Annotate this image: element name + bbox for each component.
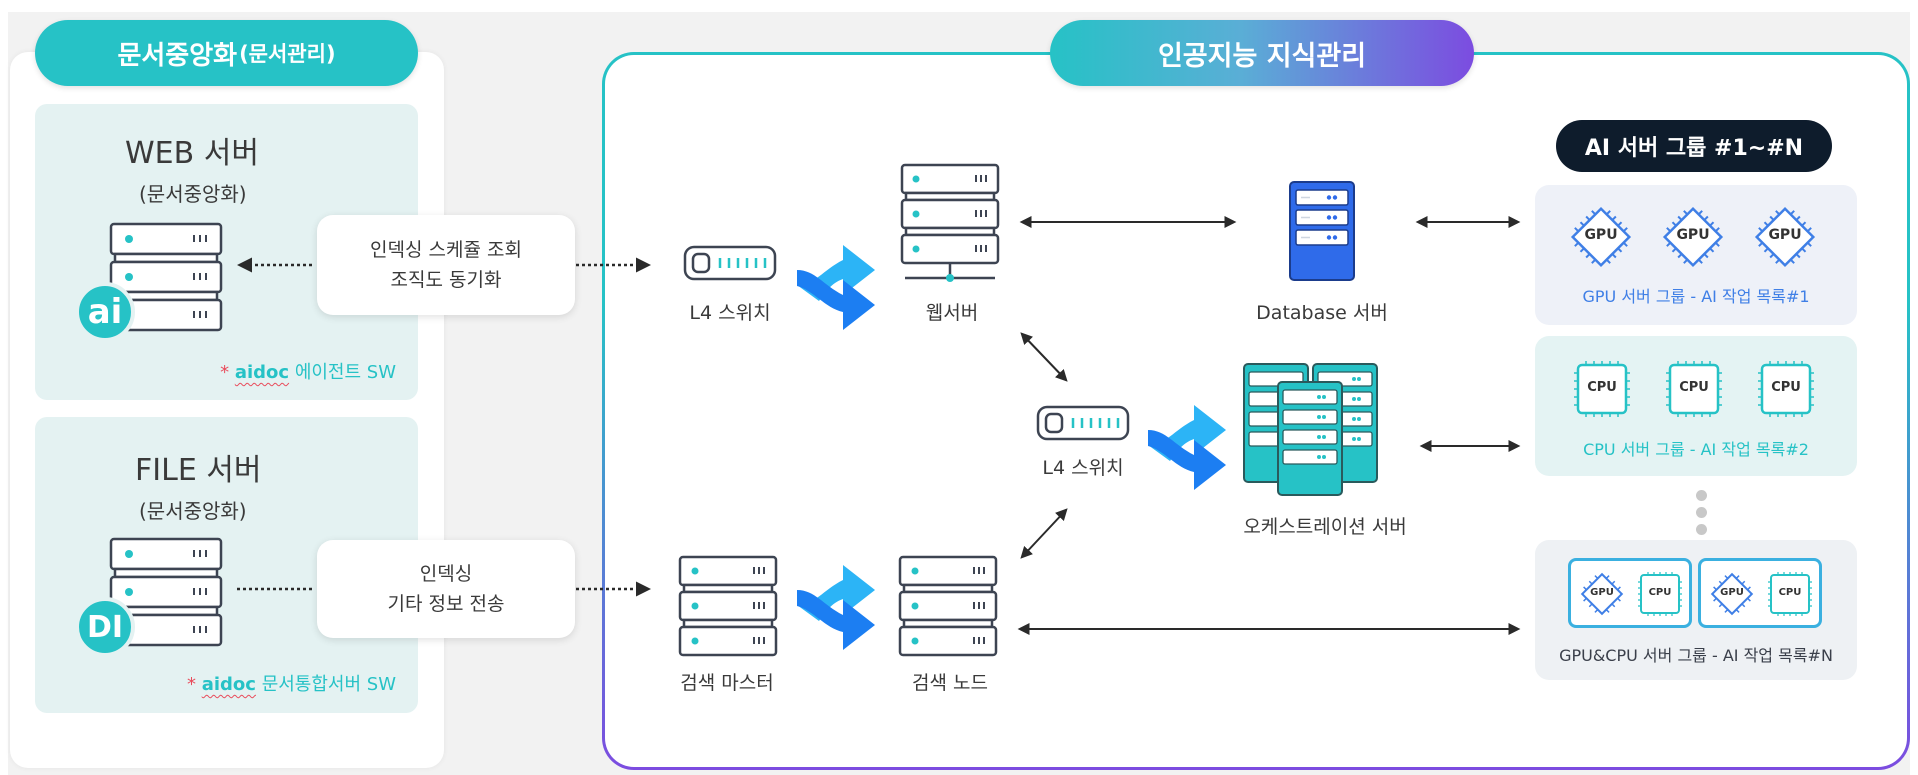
gpu-cpu-node-box: GPU CPU: [1698, 558, 1822, 628]
chip-label: GPU: [1720, 587, 1744, 598]
chip-label: CPU: [1648, 587, 1672, 598]
web-server-subtitle: (문서중앙화): [139, 182, 247, 206]
gpu-cpu-node-box: GPU CPU: [1568, 558, 1692, 628]
search-node-icon: [898, 555, 998, 657]
file-server-title: FILE 서버: [135, 453, 262, 488]
search-node-label: 검색 노드: [912, 672, 988, 694]
gpu-chip-icon: GPU: [1709, 571, 1755, 617]
chip-label: CPU: [1771, 380, 1801, 395]
gpu-chip-icon: GPU: [1661, 205, 1725, 269]
web-server-title: WEB 서버: [125, 136, 259, 171]
gpu-chip-icon: GPU: [1579, 571, 1625, 617]
note-asterisk: *: [220, 362, 230, 383]
callout-line: 조직도 동기화: [390, 269, 502, 291]
more-groups-ellipsis: [1696, 490, 1707, 541]
chip-label: GPU: [1584, 227, 1618, 243]
file-server-subtitle: (문서중앙화): [139, 499, 247, 523]
chip-label: GPU: [1590, 587, 1614, 598]
callout-indexing-transfer: 인덱싱 기타 정보 전송: [317, 540, 575, 638]
file-server-title-block: FILE 서버 (문서중앙화): [98, 445, 481, 524]
aidoc-agent-badge: ai: [75, 282, 135, 342]
gpu-chip-row: GPU GPU GPU: [1569, 205, 1817, 269]
title-sub: (문서관리): [239, 42, 336, 66]
web-server-label: 웹서버: [925, 302, 979, 324]
document-integration-badge: DI: [75, 597, 135, 657]
callout-line: 인덱싱: [419, 563, 473, 585]
cpu-chip-icon: CPU: [1757, 360, 1815, 418]
ai-server-group-title: AI 서버 그룹 #1~#N: [1556, 120, 1832, 172]
orchestration-server-label: 오케스트레이션 서버: [1243, 516, 1407, 538]
cpu-server-group: CPU CPU CPU CPU 서버 그룹 - AI 작업 목록#2: [1535, 336, 1857, 476]
l4-switch-top-label: L4 스위치: [689, 302, 771, 324]
gpu-server-group: GPU GPU GPU GPU 서버 그룹 - AI 작업 목록#1: [1535, 185, 1857, 325]
database-server-icon: [1289, 181, 1355, 281]
orchestration-server-icon: [1243, 363, 1378, 496]
cpu-group-caption: CPU 서버 그룹 - AI 작업 목록#2: [1583, 440, 1809, 459]
chip-label: GPU: [1768, 227, 1802, 243]
ai-knowledge-management-title: 인공지능 지식관리: [1050, 20, 1474, 86]
web-server-icon: [900, 163, 1000, 282]
web-server-title-block: WEB 서버 (문서중앙화): [98, 128, 481, 207]
note-asterisk: *: [186, 674, 196, 695]
cpu-chip-icon: CPU: [1637, 571, 1683, 617]
gpu-cpu-group-caption: GPU&CPU 서버 그룹 - AI 작업 목록#N: [1559, 646, 1833, 665]
l4-switch-icon: [683, 245, 777, 281]
chip-label: GPU: [1676, 227, 1710, 243]
note-text: 에이전트 SW: [294, 362, 396, 383]
database-server-label: Database 서버: [1256, 302, 1388, 324]
cpu-chip-icon: CPU: [1573, 360, 1631, 418]
gpu-chip-icon: GPU: [1753, 205, 1817, 269]
file-server-software-note: * aidoc 문서통합서버 SW: [187, 670, 396, 696]
callout-indexing-schedule: 인덱싱 스케쥴 조회 조직도 동기화: [317, 215, 575, 315]
callout-line: 인덱싱 스케쥴 조회: [370, 239, 522, 261]
web-server-software-note: * aidoc 에이전트 SW: [220, 358, 396, 384]
l4-switch-icon: [1036, 405, 1130, 441]
cpu-chip-icon: CPU: [1665, 360, 1723, 418]
title-main: 문서중앙화: [117, 40, 238, 71]
cpu-chip-icon: CPU: [1767, 571, 1813, 617]
callout-line: 기타 정보 전송: [387, 593, 505, 615]
aidoc-brand: aidoc: [201, 674, 256, 695]
chip-label: CPU: [1679, 380, 1709, 395]
gpu-chip-icon: GPU: [1569, 205, 1633, 269]
load-balance-arrows-icon: [797, 245, 875, 330]
gpu-cpu-server-group: GPU CPU GPU CPU GPU&CPU 서버 그룹 - AI 작업 목록…: [1535, 540, 1857, 680]
server-rack-icon: [109, 222, 223, 332]
gpu-group-caption: GPU 서버 그룹 - AI 작업 목록#1: [1582, 287, 1810, 306]
chip-label: CPU: [1587, 380, 1617, 395]
server-rack-icon: [109, 537, 223, 647]
note-text: 문서통합서버 SW: [261, 674, 396, 695]
load-balance-arrows-icon: [1148, 405, 1226, 490]
search-master-icon: [678, 555, 778, 657]
document-centralization-title: 문서중앙화(문서관리): [35, 20, 418, 86]
cpu-chip-row: CPU CPU CPU: [1573, 360, 1815, 418]
arrow-l4-search-node: [1020, 508, 1068, 559]
aidoc-brand: aidoc: [234, 362, 290, 383]
search-master-label: 검색 마스터: [680, 672, 774, 694]
l4-switch-mid-label: L4 스위치: [1042, 457, 1124, 479]
chip-label: CPU: [1778, 587, 1802, 598]
arrow-web-l4: [1020, 332, 1068, 382]
load-balance-arrows-icon: [797, 565, 875, 650]
